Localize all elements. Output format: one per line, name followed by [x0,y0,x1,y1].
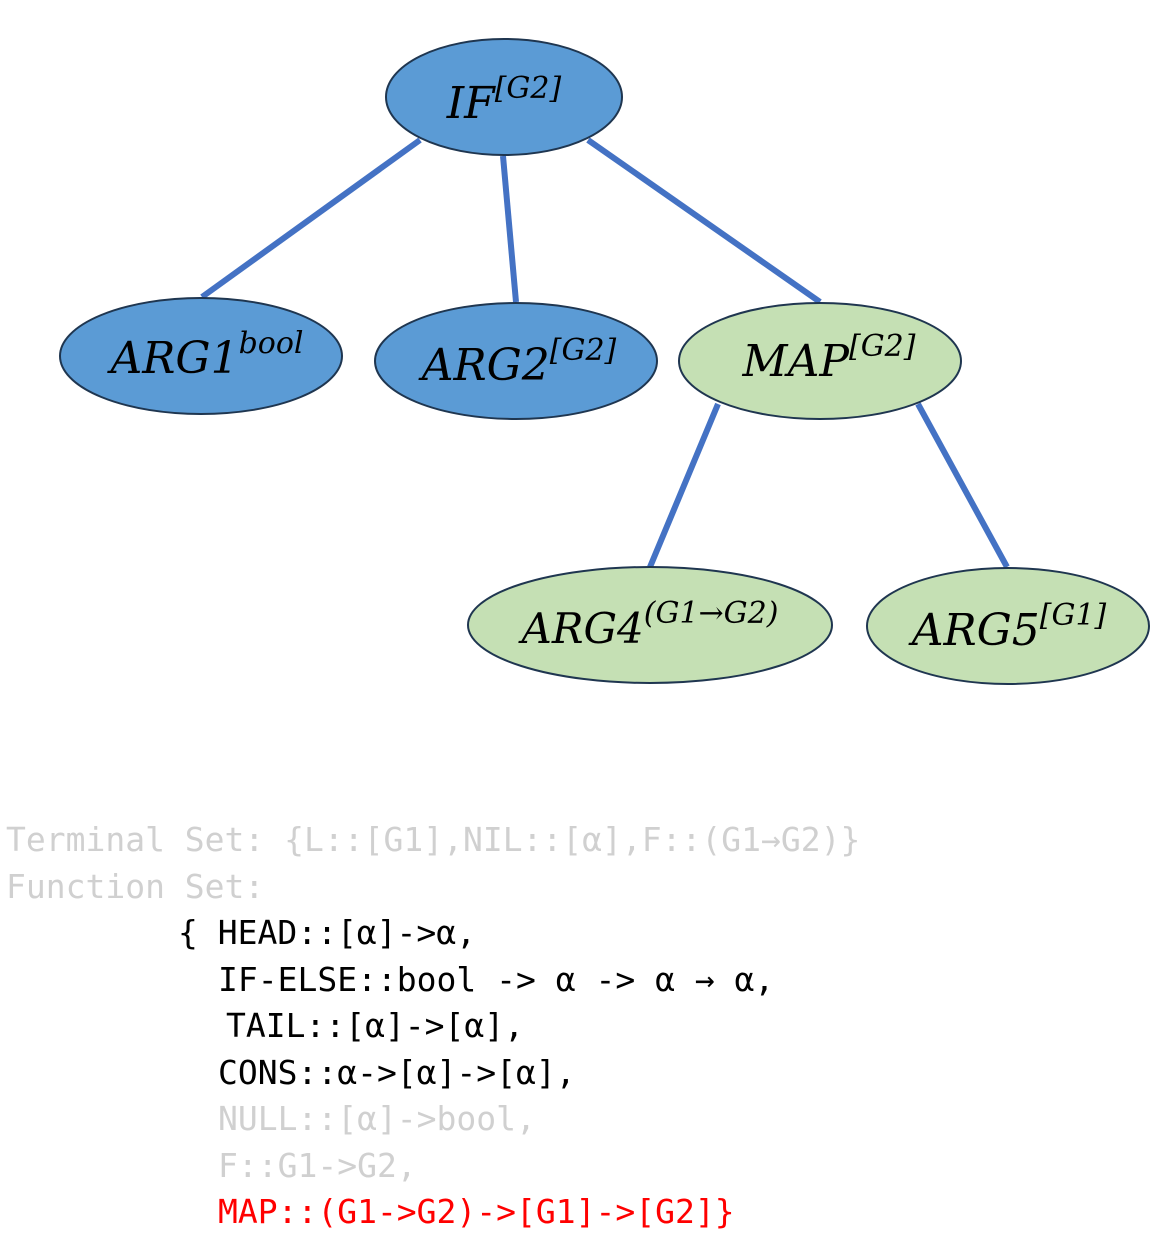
function-null: NULL::[α]->bool, [218,1099,536,1138]
node-arg4: ARG4(G1→G2) [467,566,833,684]
edge-if-map [586,137,822,305]
node-arg4-type: (G1→G2) [644,596,779,631]
node-arg2-shape [374,302,658,420]
node-arg5-type: [G1] [1040,598,1107,633]
node-arg5-name: ARG5 [908,605,1040,656]
function-map: MAP::(G1->G2)->[G1]->[G2]} [218,1192,735,1231]
node-arg1-name: ARG1 [107,333,239,384]
function-set-heading: Function Set: [6,867,265,906]
node-map-name: MAP [742,336,851,387]
node-arg2: ARG2[G2] [374,302,658,420]
node-if: IF[G2] [385,38,623,156]
function-if-else: IF-ELSE::bool -> α -> α → α, [218,960,775,999]
type-tree-diagram: IF[G2] ARG1bool ARG2[G2] MAP[G2] ARG4(G1… [59,38,1150,685]
svg-text:ARG5[G1]: ARG5[G1] [908,598,1107,656]
edge-map-arg4 [647,402,721,569]
node-if-name: IF [446,78,496,129]
tree-edges [200,137,1010,569]
node-arg1-type: bool [239,326,304,361]
svg-text:IF[G2]: IF[G2] [446,71,562,129]
node-map: MAP[G2] [678,302,962,420]
svg-text:ARG2[G2]: ARG2[G2] [418,333,617,391]
svg-text:ARG1bool: ARG1bool [107,326,304,384]
node-map-type: [G2] [849,329,916,364]
svg-text:ARG4(G1→G2): ARG4(G1→G2) [518,596,779,653]
node-arg2-type: [G2] [550,333,617,368]
function-cons: CONS::α->[α]->[α], [218,1053,576,1092]
node-arg1: ARG1bool [59,297,343,415]
node-arg5-shape [866,567,1150,685]
node-arg2-name: ARG2 [418,340,550,391]
edge-map-arg5 [915,402,1010,569]
function-tail: TAIL::[α]->[α], [226,1006,525,1045]
node-arg5: ARG5[G1] [866,567,1150,685]
function-head: { HEAD::[α]->α, [178,913,477,952]
function-f: F::G1->G2, [218,1146,417,1185]
node-arg1-shape [59,297,343,415]
edge-if-arg1 [200,137,422,300]
node-arg4-name: ARG4 [518,604,644,653]
node-if-shape [385,38,623,156]
node-if-type: [G2] [495,71,562,106]
terminal-set-line: Terminal Set: {L::[G1],NIL::[α],F::(G1→G… [6,820,861,859]
edge-if-arg2 [500,155,519,303]
svg-text:MAP[G2]: MAP[G2] [742,329,916,387]
node-arg4-shape [467,566,833,684]
node-map-shape [678,302,962,420]
